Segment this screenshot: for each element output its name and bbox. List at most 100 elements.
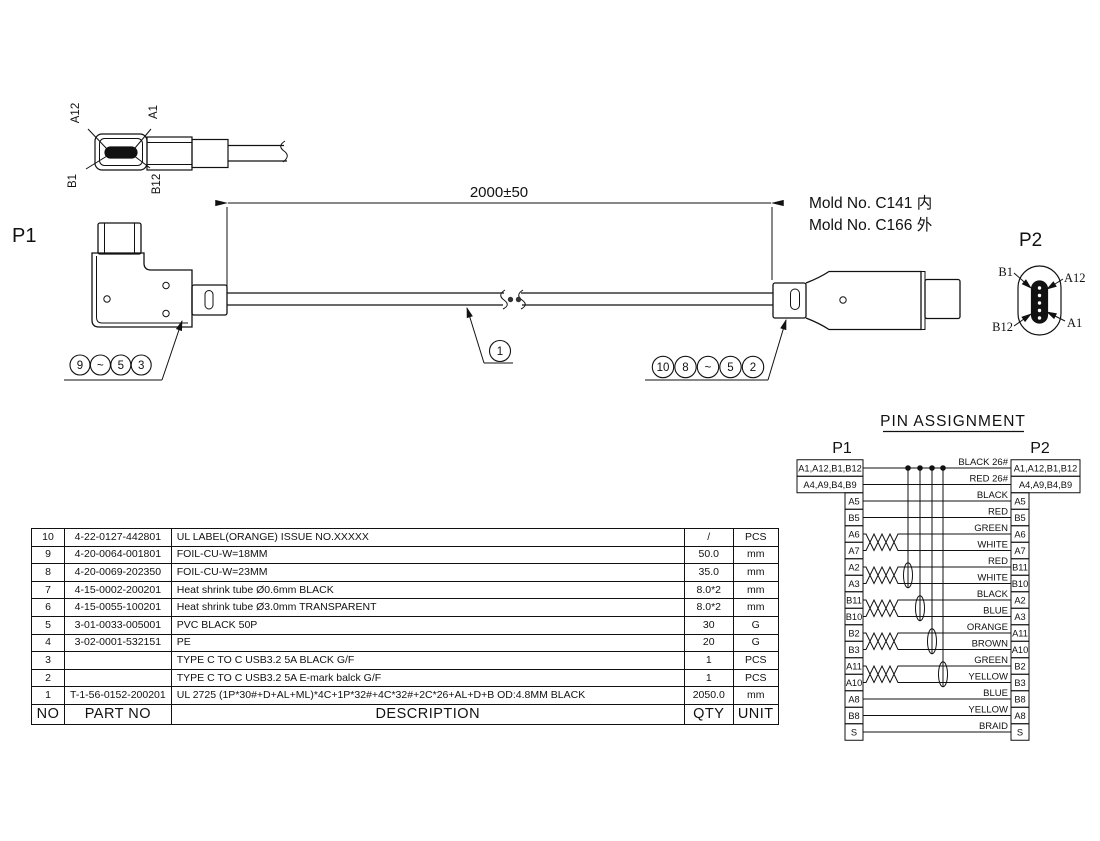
mold-note: Mold No. C141 内 Mold No. C166 外 <box>809 194 932 234</box>
p1-pin-label: B5 <box>848 513 859 523</box>
junction-dot <box>940 465 946 471</box>
bom-cell-unit: PCS <box>732 651 779 670</box>
p1-pin-label: B3 <box>848 645 859 655</box>
bom-cell-unit: G <box>732 615 779 635</box>
bom-cell-no: 5 <box>31 615 65 635</box>
pin-label-a1: A1 <box>148 105 160 119</box>
p1-pin-label: A1,A12,B1,B12 <box>798 463 862 473</box>
wire-color-label: GREEN <box>974 523 1008 534</box>
bom-header-no: NO <box>31 703 65 725</box>
pin-label-a12: A12 <box>70 103 82 123</box>
bom-cell-description: FOIL-CU-W=18MM <box>170 545 685 565</box>
bom-cell-unit: mm <box>732 598 779 617</box>
wire-color-label: BRAID <box>979 721 1008 732</box>
twisted-pair-wire <box>863 565 1011 585</box>
pin-label-a12: A12 <box>1064 271 1086 285</box>
junction-dot <box>917 465 923 471</box>
bom-cell-qty: 8.0*2 <box>683 598 734 617</box>
wire-color-label: BLUE <box>983 688 1008 699</box>
bom-header-part-no: PART NO <box>64 703 172 725</box>
bom-cell-no: 4 <box>31 633 65 653</box>
bom-cell-description: TYPE C TO C USB3.2 5A E-mark balck G/F <box>170 668 685 688</box>
callout-leaders <box>64 306 787 381</box>
shield-ellipse <box>915 595 925 622</box>
bom-cell-unit: mm <box>732 563 779 582</box>
bom-cell-part-no: 4-20-0064-001801 <box>64 545 172 565</box>
p2-callout-balloon: ~ <box>696 355 720 379</box>
wire-color-label: BROWN <box>972 639 1009 650</box>
bom-cell-description: FOIL-CU-W=23MM <box>170 563 685 582</box>
p2-callout-balloon: 8 <box>674 355 697 379</box>
junction-dot <box>929 465 935 471</box>
p2-connector-label: P2 <box>1019 230 1042 251</box>
balloon-number: 2 <box>750 362 756 374</box>
bom-cell-unit: PCS <box>732 668 779 688</box>
p1-strain-relief-slot <box>204 290 214 310</box>
p1-pin-label: A5 <box>848 496 859 506</box>
p1-pin-label: A11 <box>846 661 862 671</box>
bom-cell-part-no <box>64 651 172 670</box>
wire-color-label: BLACK 26# <box>958 457 1008 468</box>
bom-cell-no: 2 <box>31 668 65 688</box>
pin-assignment-title: PIN ASSIGNMENT <box>880 413 1026 430</box>
bom-cell-no: 9 <box>31 545 65 565</box>
p2-callout-balloon: 10 <box>651 355 675 379</box>
bom-cell-part-no: 3-01-0033-005001 <box>64 615 172 635</box>
twisted-pair-wire <box>863 664 1011 684</box>
p1-connector-label: P1 <box>12 225 36 247</box>
twisted-pair-wire <box>863 598 1011 618</box>
p2-pin-label: A11 <box>1012 628 1028 638</box>
bom-cell-no: 1 <box>31 686 65 705</box>
p1-pin-label: B2 <box>848 628 859 638</box>
p2-pin-label: B2 <box>1014 661 1025 671</box>
p2-pin-label: A2 <box>1014 595 1025 605</box>
p2-strain-relief <box>772 282 807 319</box>
bom-cell-unit: mm <box>732 686 779 705</box>
pin-row: A11 B2 GREEN <box>844 655 1030 684</box>
cable-callout-balloon: 1 <box>488 339 512 363</box>
pin-table-p2-header: P2 <box>1030 440 1050 457</box>
plug-body-section <box>146 136 193 171</box>
p1-pin-label: B8 <box>848 711 859 721</box>
shield-drain <box>915 465 925 622</box>
p1-plug <box>97 222 142 255</box>
twisted-pair-wire <box>863 532 1011 552</box>
p2-pin-label: B3 <box>1014 678 1025 688</box>
p1-pin-label: A4,A9,B4,B9 <box>803 480 856 490</box>
p1-pin-label: A3 <box>848 579 859 589</box>
balloon-number: 3 <box>138 360 144 372</box>
bom-cell-part-no <box>64 668 172 688</box>
p2-pin-label: A10 <box>1012 645 1029 655</box>
shield-ellipse <box>938 661 948 688</box>
bom-cell-unit: PCS <box>732 528 779 547</box>
wire-color-label: RED <box>988 556 1008 567</box>
wire-color-label: GREEN <box>974 655 1008 666</box>
p1-body <box>91 252 193 328</box>
bom-cell-description: TYPE C TO C USB3.2 5A BLACK G/F <box>170 651 685 670</box>
shield-drain <box>903 465 913 589</box>
p2-strain-relief-slot <box>790 288 800 310</box>
bom-cell-qty: 20 <box>683 633 734 653</box>
p2-pin-label: A3 <box>1014 612 1025 622</box>
wire-color-label: BLACK <box>977 589 1009 600</box>
bom-cell-qty: / <box>683 528 734 547</box>
mold-note-line2: Mold No. C166 外 <box>809 216 932 234</box>
p1-callout-balloon: 9 <box>69 354 91 376</box>
bom-cell-description: PE <box>170 633 685 653</box>
bom-cell-qty: 2050.0 <box>683 686 734 705</box>
bom-cell-no: 3 <box>31 651 65 670</box>
p2-pin-label: B11 <box>1012 562 1028 572</box>
wire-color-label: BLUE <box>983 606 1008 617</box>
